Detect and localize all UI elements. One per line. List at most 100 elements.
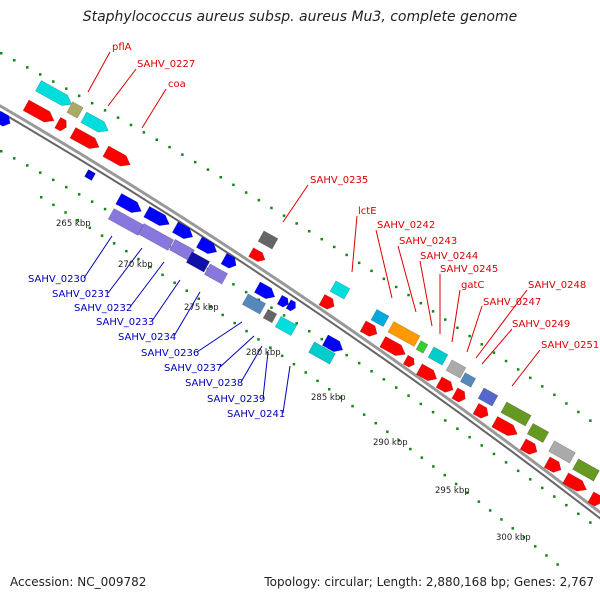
- gene-feature[interactable]: [66, 101, 84, 119]
- gene-label-SAHV_0245[interactable]: SAHV_0245: [440, 264, 498, 275]
- tick-mark: [529, 478, 532, 481]
- gene-feature[interactable]: [107, 208, 145, 236]
- gene-label-coa[interactable]: coa: [168, 79, 186, 90]
- gene-feature[interactable]: [102, 145, 133, 170]
- tick-mark: [328, 388, 331, 391]
- gene-feature[interactable]: [415, 340, 429, 354]
- tick-mark: [219, 176, 222, 179]
- tick-mark: [516, 368, 520, 371]
- gene-feature[interactable]: [0, 110, 13, 128]
- tick-mark: [477, 500, 481, 503]
- gene-feature[interactable]: [587, 491, 600, 508]
- gene-feature[interactable]: [241, 293, 267, 315]
- gene-feature[interactable]: [472, 402, 491, 420]
- gene-label-SAHV_0239[interactable]: SAHV_0239: [207, 394, 265, 405]
- tick-mark: [500, 518, 503, 521]
- gene-feature[interactable]: [248, 247, 268, 265]
- gene-feature[interactable]: [500, 401, 532, 427]
- gene-feature[interactable]: [257, 230, 279, 250]
- tick-mark: [185, 289, 188, 292]
- gene-feature[interactable]: [402, 354, 417, 369]
- tick-mark: [357, 261, 361, 265]
- gene-feature[interactable]: [195, 236, 219, 257]
- gene-feature[interactable]: [80, 111, 111, 136]
- gene-feature[interactable]: [321, 334, 345, 355]
- gene-label-SAHV_0235[interactable]: SAHV_0235: [310, 175, 368, 186]
- gene-label-SAHV_0227[interactable]: SAHV_0227: [137, 59, 195, 70]
- gene-feature[interactable]: [359, 320, 380, 339]
- gene-feature[interactable]: [143, 206, 173, 229]
- gene-label-SAHV_0232[interactable]: SAHV_0232: [74, 303, 132, 314]
- tick-mark: [232, 183, 235, 187]
- gene-feature[interactable]: [22, 99, 57, 126]
- gene-label-SAHV_0243[interactable]: SAHV_0243: [399, 236, 457, 247]
- gene-feature[interactable]: [562, 472, 590, 495]
- gene-feature[interactable]: [379, 336, 409, 359]
- tick-mark: [137, 257, 140, 261]
- gene-feature[interactable]: [308, 341, 336, 365]
- gene-feature[interactable]: [459, 372, 477, 388]
- map-title: Staphylococcus aureus subsp. aureus Mu3,…: [82, 9, 518, 25]
- tick-mark: [386, 430, 389, 433]
- gene-label-pflA[interactable]: pflA: [112, 42, 132, 53]
- gene-feature[interactable]: [137, 223, 175, 251]
- gene-label-SAHV_0230[interactable]: SAHV_0230: [28, 274, 86, 285]
- gene-feature[interactable]: [203, 263, 229, 285]
- gene-feature[interactable]: [415, 363, 439, 384]
- gene-label-SAHV_0244[interactable]: SAHV_0244: [420, 251, 478, 262]
- gene-label-SAHV_0248[interactable]: SAHV_0248: [528, 280, 586, 291]
- gene-feature[interactable]: [451, 387, 468, 404]
- gene-feature[interactable]: [572, 458, 600, 482]
- gene-feature[interactable]: [445, 359, 467, 379]
- gene-label-SAHV_0242[interactable]: SAHV_0242: [377, 220, 435, 231]
- gene-feature[interactable]: [427, 346, 449, 366]
- gene-feature[interactable]: [477, 387, 499, 407]
- gene-label-lctE[interactable]: lctE: [358, 206, 377, 217]
- gene-label-SAHV_0231[interactable]: SAHV_0231: [52, 289, 110, 300]
- gene-feature[interactable]: [329, 280, 351, 300]
- gene-label-SAHV_0247[interactable]: SAHV_0247: [483, 297, 541, 308]
- gene-label-SAHV_0238[interactable]: SAHV_0238: [185, 378, 243, 389]
- label-leader-line: [107, 68, 137, 107]
- tick-mark: [382, 277, 386, 281]
- tick-mark: [529, 376, 532, 380]
- gene-feature[interactable]: [84, 169, 96, 181]
- gene-feature[interactable]: [276, 294, 291, 309]
- tick-mark: [431, 310, 435, 313]
- tick-mark: [103, 109, 107, 112]
- gene-feature[interactable]: [318, 293, 337, 311]
- gene-label-gatC[interactable]: gatC: [461, 280, 484, 291]
- gene-label-SAHV_0234[interactable]: SAHV_0234: [118, 332, 176, 343]
- gene-feature[interactable]: [220, 252, 239, 270]
- gene-label-SAHV_0233[interactable]: SAHV_0233: [96, 317, 154, 328]
- gene-feature[interactable]: [274, 315, 298, 337]
- gene-feature[interactable]: [262, 308, 278, 324]
- gene-label-SAHV_0251[interactable]: SAHV_0251: [541, 340, 599, 351]
- gene-label-SAHV_0249[interactable]: SAHV_0249: [512, 319, 570, 330]
- gene-feature[interactable]: [285, 299, 298, 313]
- gene-feature[interactable]: [253, 281, 277, 302]
- label-leader-line: [282, 184, 309, 223]
- gene-feature[interactable]: [171, 221, 195, 242]
- gene-feature[interactable]: [69, 127, 102, 152]
- gene-feature[interactable]: [54, 116, 70, 132]
- gene-feature[interactable]: [387, 321, 421, 347]
- gene-feature[interactable]: [370, 308, 390, 328]
- gene-label-SAHV_0236[interactable]: SAHV_0236: [141, 348, 199, 359]
- gene-feature[interactable]: [543, 456, 564, 475]
- gene-feature[interactable]: [35, 80, 74, 110]
- gene-label-SAHV_0241[interactable]: SAHV_0241: [227, 409, 285, 420]
- tick-mark: [339, 396, 343, 399]
- gene-feature[interactable]: [526, 422, 550, 444]
- gene-feature[interactable]: [185, 251, 211, 273]
- tick-mark: [103, 207, 107, 211]
- gene-feature[interactable]: [491, 416, 521, 439]
- tick-mark: [511, 527, 514, 530]
- tick-mark: [282, 314, 286, 317]
- gene-feature[interactable]: [115, 193, 145, 216]
- gene-label-SAHV_0237[interactable]: SAHV_0237: [164, 363, 222, 374]
- gene-feature[interactable]: [519, 438, 540, 457]
- gene-feature[interactable]: [548, 440, 576, 464]
- gene-feature[interactable]: [435, 376, 456, 395]
- label-leader-line: [173, 291, 201, 337]
